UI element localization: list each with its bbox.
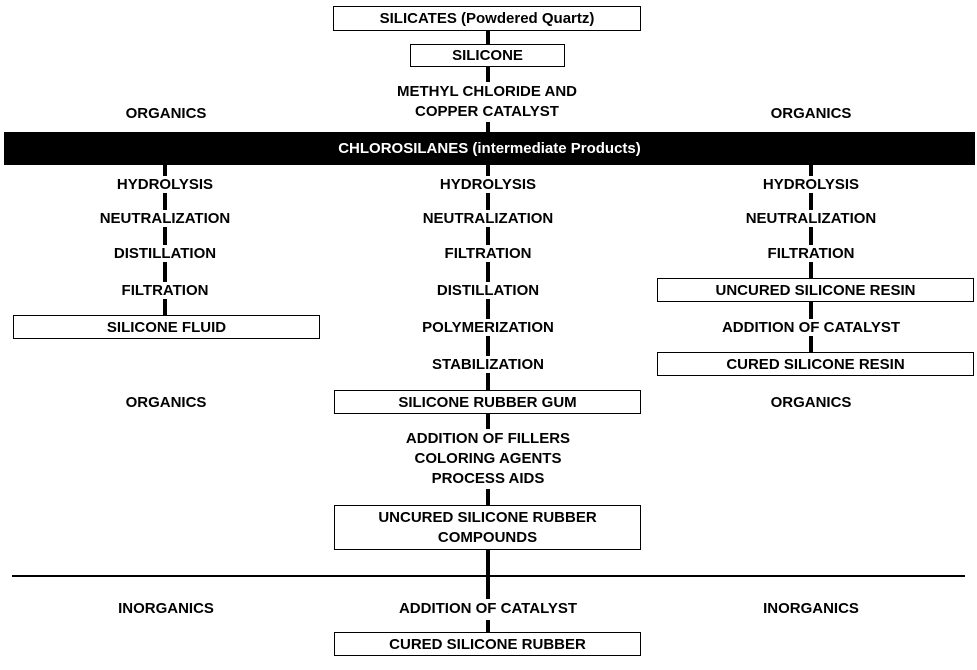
cured-silicone-resin-box: CURED SILICONE RESIN xyxy=(657,352,974,376)
silicone-fluid-box: SILICONE FLUID xyxy=(13,315,320,339)
right-neutralization: NEUTRALIZATION xyxy=(691,208,931,228)
center-filtration: FILTRATION xyxy=(368,243,608,263)
inorganics-right: INORGANICS xyxy=(711,598,911,618)
chlorosilanes-banner: CHLOROSILANES (intermediate Products) xyxy=(4,132,975,165)
center-polymerization: POLYMERIZATION xyxy=(368,317,608,337)
silicates-box: SILICATES (Powdered Quartz) xyxy=(333,6,641,31)
center-stabilization: STABILIZATION xyxy=(368,354,608,374)
right-addition-of-catalyst: ADDITION OF CATALYST xyxy=(681,317,941,337)
center-distillation: DISTILLATION xyxy=(368,280,608,300)
left-hydrolysis: HYDROLYSIS xyxy=(45,174,285,194)
fillers-label: ADDITION OF FILLERS COLORING AGENTS PROC… xyxy=(348,428,628,490)
right-filtration: FILTRATION xyxy=(691,243,931,263)
organics-top-right: ORGANICS xyxy=(711,103,911,123)
left-filtration: FILTRATION xyxy=(45,280,285,300)
center-neutralization: NEUTRALIZATION xyxy=(368,208,608,228)
center-hydrolysis: HYDROLYSIS xyxy=(368,174,608,194)
cured-silicone-rubber-box: CURED SILICONE RUBBER xyxy=(334,632,641,656)
uncured-silicone-resin-box: UNCURED SILICONE RESIN xyxy=(657,278,974,302)
silicone-rubber-gum-box: SILICONE RUBBER GUM xyxy=(334,390,641,414)
center-addition-of-catalyst: ADDITION OF CATALYST xyxy=(348,598,628,618)
inorganics-left: INORGANICS xyxy=(66,598,266,618)
methyl-chloride-label: METHYL CHLORIDE AND COPPER CATALYST xyxy=(357,81,617,123)
organics-left-lower: ORGANICS xyxy=(66,392,266,412)
silicone-box: SILICONE xyxy=(410,44,565,67)
left-neutralization: NEUTRALIZATION xyxy=(45,208,285,228)
organics-inorganics-divider xyxy=(12,575,965,577)
right-hydrolysis: HYDROLYSIS xyxy=(691,174,931,194)
center-main-connector xyxy=(486,165,490,599)
organics-top-left: ORGANICS xyxy=(66,103,266,123)
center-bottom-connector xyxy=(486,620,490,636)
uncured-silicone-rubber-box: UNCURED SILICONE RUBBER COMPOUNDS xyxy=(334,505,641,550)
left-distillation: DISTILLATION xyxy=(45,243,285,263)
organics-right-lower: ORGANICS xyxy=(711,392,911,412)
left-connector xyxy=(163,165,167,317)
